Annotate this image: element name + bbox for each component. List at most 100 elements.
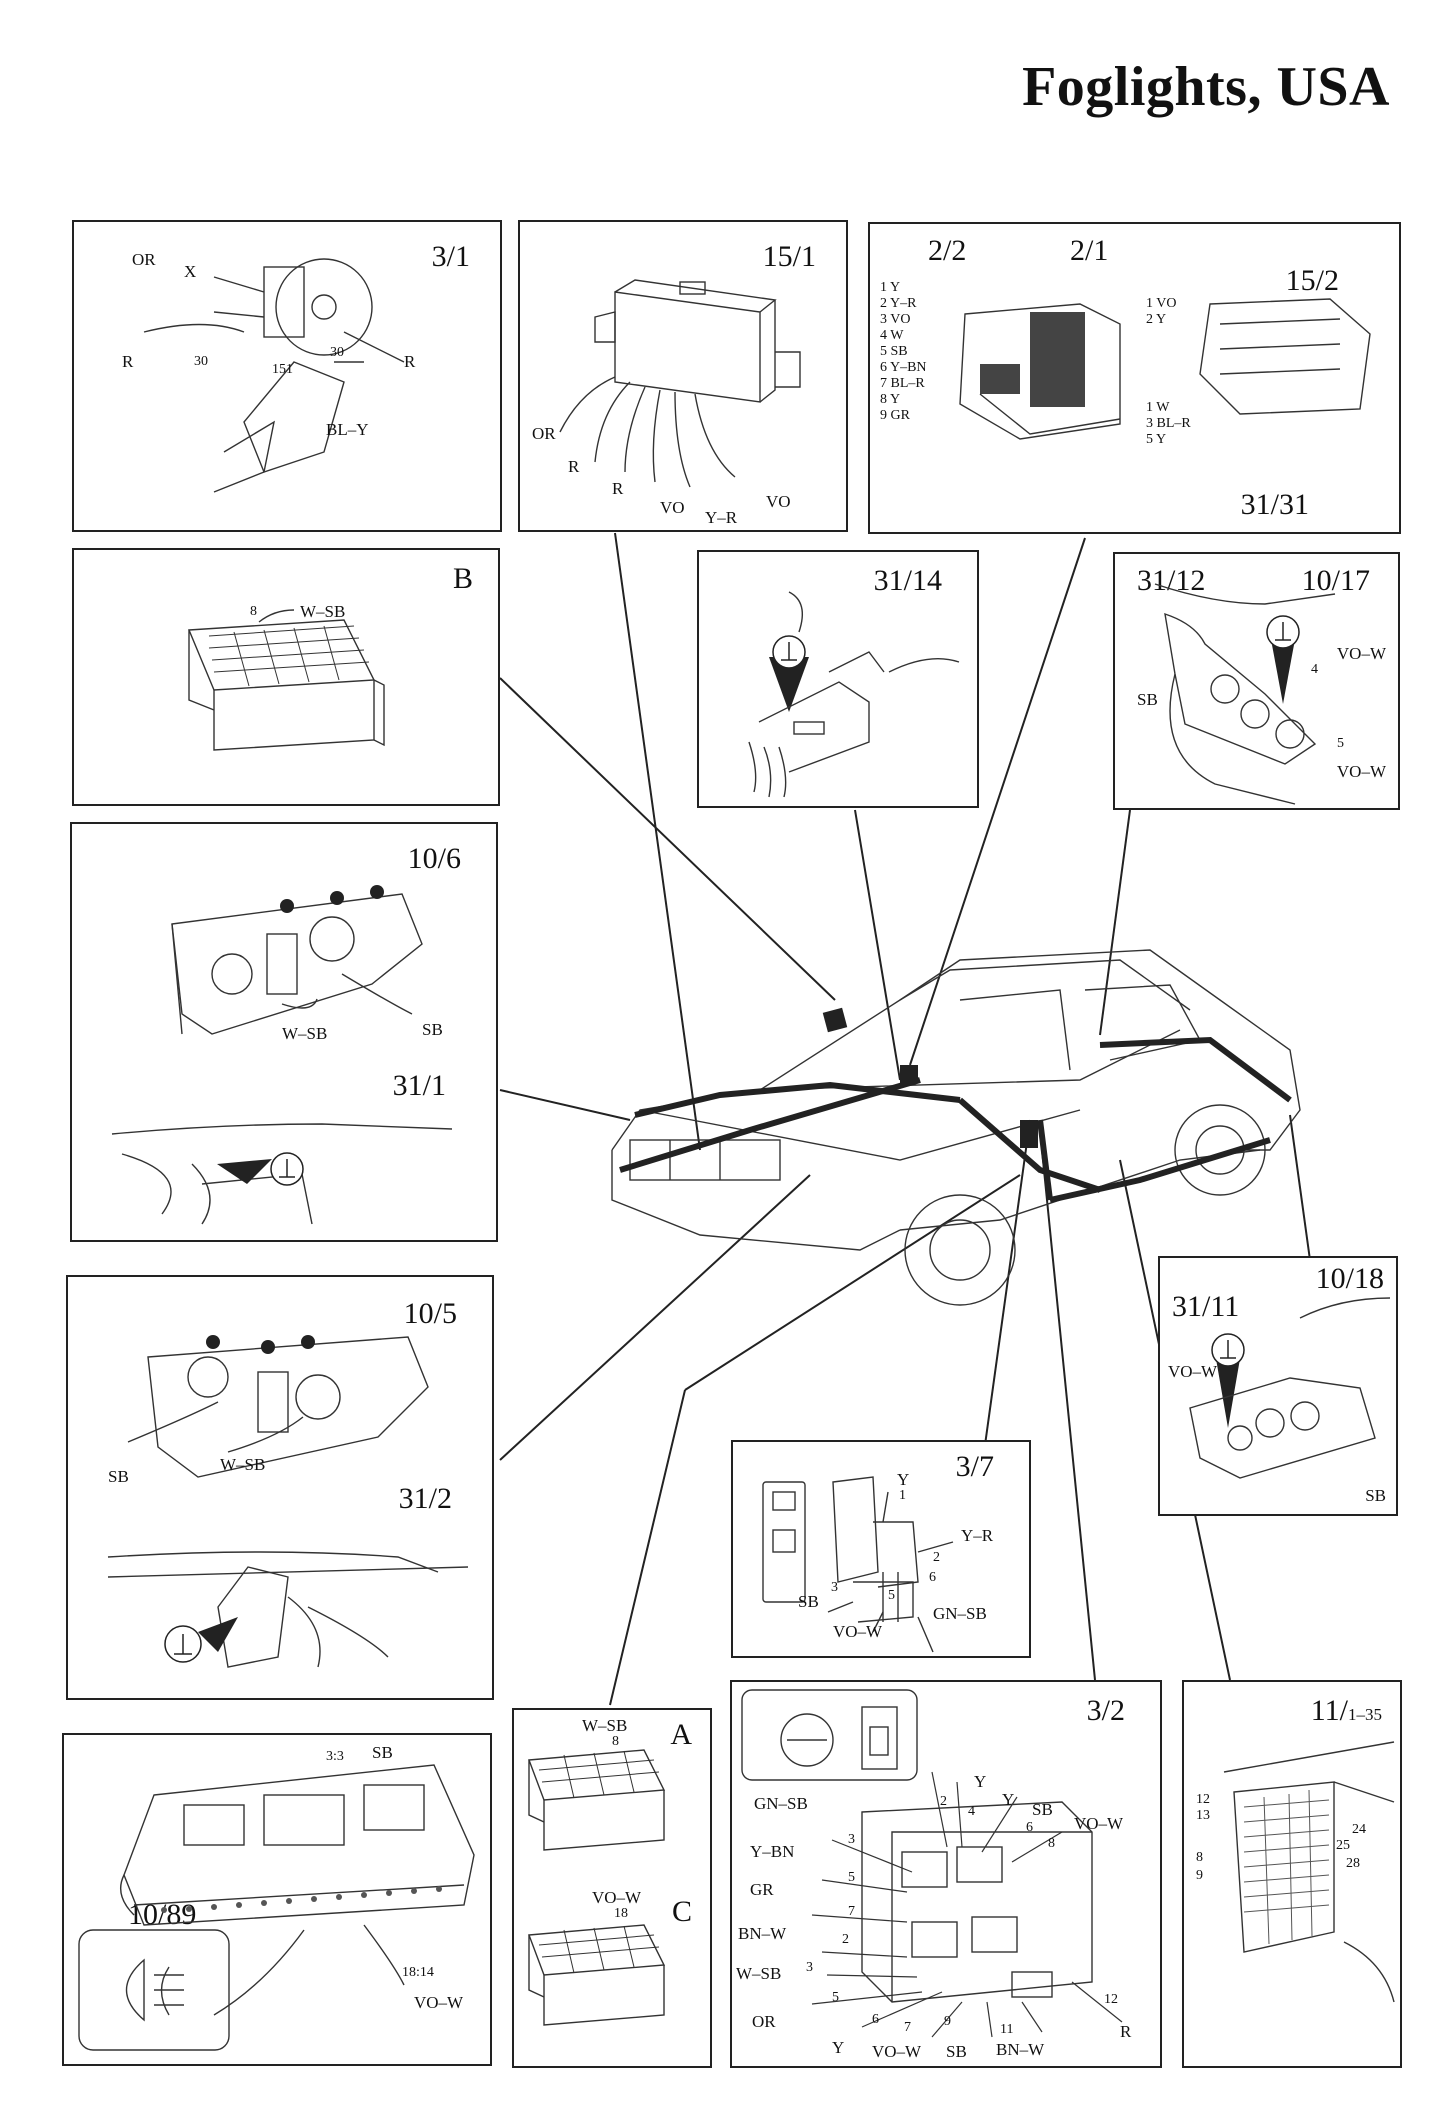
wire-label: W–SB [736,1964,782,1983]
pin-item: 8 Y [880,392,901,407]
wire-label: SB [422,1020,443,1039]
panel-10-89: 10/89 3:3 SB 18:14 VO–W [62,1733,492,2066]
wire-label: W–SB [582,1716,628,1735]
panel-10-18: 10/18 31/11 VO–W SB [1158,1256,1398,1516]
pin-label: 3 [831,1580,838,1595]
wire-label: Y–R [961,1526,994,1545]
panel-3-7: 3/7 Y 1 Y–R 2 SB 3 5 6 VO–W GN–SB [731,1440,1031,1658]
panel-id: 11/1–35 [1311,1694,1382,1728]
panel-10-5: 10/5 31/2 SB W–SB [66,1275,494,1700]
pin-label: 5 [1337,736,1344,751]
pin-label: 2 [940,1794,947,1809]
pin-label: 5 [888,1588,895,1603]
page-title: Foglights, USA [1022,56,1390,118]
wire-label: W–SB [300,602,346,621]
panel-A-C: A C W–SB 8 VO–W 18 [512,1708,712,2068]
wire-label: VO–W [1336,644,1386,663]
pin-label: 3:3 [326,1749,344,1764]
wire-label: VO–W [833,1622,883,1641]
wire-label: SB [946,2042,967,2061]
pin-item: 2 Y [1146,312,1167,327]
pin-label: 6 [872,2012,879,2027]
wire-label: VO–W [414,1993,464,2012]
wire-label: GR [750,1880,774,1899]
wire-label: Y–BN [750,1842,795,1861]
panel-31-14: 31/14 [697,550,979,808]
panel-id: 2/1 [1070,234,1109,267]
wire-label: VO–W [1168,1362,1218,1381]
fuse-label: 25 [1336,1838,1350,1853]
pin-label: 9 [944,2014,951,2029]
panel-relay-box: 2/2 2/1 15/2 31/31 1 Y 2 Y–R 3 VO 4 W 5 … [868,222,1401,534]
wire-label: Y [974,1772,987,1791]
ground-point-drawing [1189,1297,1391,1479]
pin-item: 2 Y–R [880,296,917,311]
wire-label: GN–SB [754,1794,808,1813]
wire-label: R [404,352,416,371]
pin-label: 1 [899,1488,906,1503]
pin-label: 6 [929,1570,936,1585]
control-module-drawing [559,279,801,488]
panel-id: 10/17 [1301,564,1370,597]
panel-id: 10/18 [1315,1262,1384,1295]
pin-label: 30 [330,345,344,360]
pin-label: 5 [832,1990,839,2005]
panel-id-main: 11/ [1310,1694,1348,1727]
fuse-label: 9 [1196,1868,1203,1883]
wire-label: Y [1002,1790,1015,1809]
fuse-label: 28 [1346,1856,1360,1871]
fuse-label: 8 [1196,1850,1203,1865]
headlamp-assembly-drawing [107,1335,469,1668]
wire-label: X [184,262,197,281]
panel-31-12: 31/12 10/17 VO–W 4 SB 5 VO–W [1113,552,1400,810]
pin-label: 18 [614,1906,628,1921]
pin-item: 9 GR [880,408,910,423]
panel-id: 10/5 [403,1297,457,1330]
pin-label: 3 [806,1960,813,1975]
pin-list: 1 Y 2 Y–R 3 VO 4 W 5 SB 6 Y–BN 7 BL–R 8 … [880,280,960,424]
wire-label: BL–Y [326,420,369,439]
wire-label: R [122,352,134,371]
panel-id: A [670,1718,692,1751]
pin-label: 7 [904,2020,911,2035]
pin-label: 8 [1048,1836,1055,1851]
pin-item: 7 BL–R [880,376,925,391]
instrument-cluster-drawing [78,1764,475,2051]
panel-id: 3/7 [955,1450,994,1483]
pin-label: 11 [1000,2022,1014,2037]
wire-label: GN–SB [933,1604,987,1623]
wire-label: R [1120,2022,1132,2041]
pin-label: 3 [848,1832,855,1847]
panel-3-2: 3/2 [730,1680,1162,2068]
wire-label: SB [1365,1486,1386,1505]
wire-label: Y [832,2038,845,2057]
pin-label: 4 [968,1804,975,1819]
pin-item: 1 W [1146,400,1170,415]
panel-3-1: 3/1 OR X R 30 151 30 R BL–Y [72,220,502,532]
pin-label: 6 [1026,1820,1033,1835]
wire-label: SB [108,1467,129,1486]
relay-box-drawing [959,298,1371,440]
wire-label: R [568,457,580,476]
panel-id: 15/1 [762,240,816,273]
fuse-label: 12 [1196,1792,1210,1807]
pin-list: 1 W 3 BL–R 5 Y [1146,400,1191,448]
panel-11-1-35: 11/1–35 12 13 24 25 8 28 9 [1182,1680,1402,2068]
pin-label: 5 [848,1870,855,1885]
pin-item: 5 Y [1146,432,1167,447]
pin-label: 8 [250,604,257,619]
wire-label: Y [897,1470,910,1489]
pin-list: 1 VO 2 Y [1146,296,1176,328]
wire-label: Y–R [705,508,738,527]
wire-label: OR [132,250,156,269]
pin-item: 5 SB [880,344,908,359]
pin-label: 8 [612,1734,619,1749]
pin-item: 6 Y–BN [880,360,927,375]
wire-label: SB [1032,1800,1053,1819]
panel-B: B 8 W–SB [72,548,500,806]
pin-item: 4 W [880,328,904,343]
pin-item: 3 VO [880,312,911,327]
panel-id: 15/2 [1285,264,1339,297]
wire-label: W–SB [282,1024,328,1043]
pin-label: 7 [848,1904,855,1919]
